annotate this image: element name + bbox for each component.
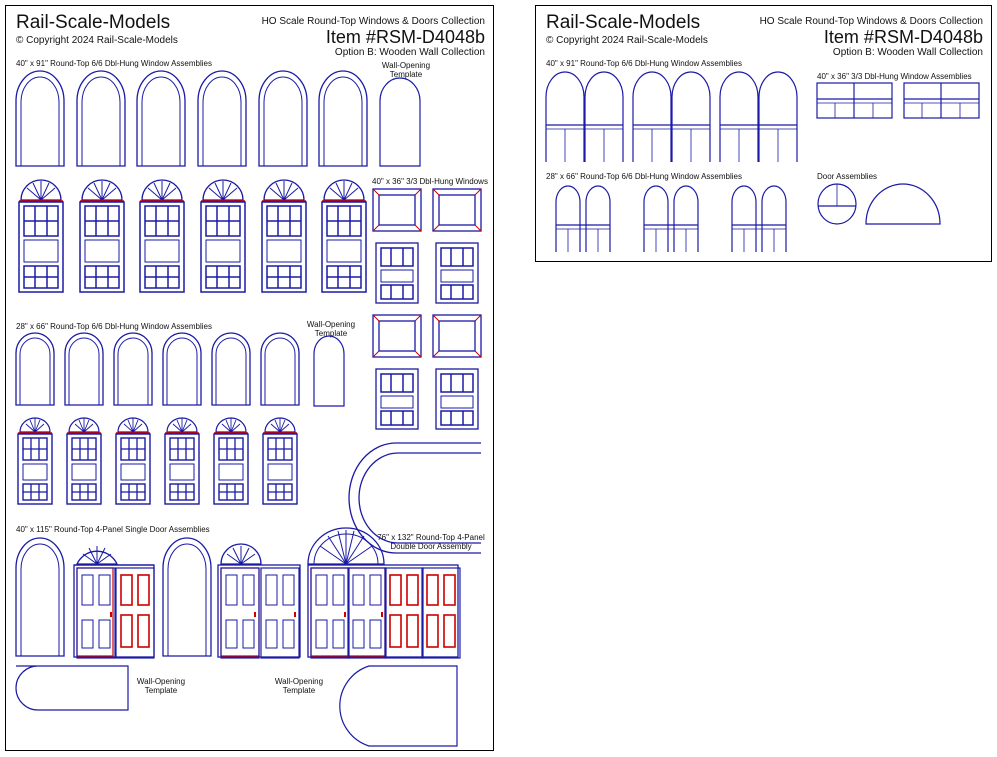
side-parts-artwork [545,71,980,253]
label-template-2: Wall-Opening Template [306,320,356,338]
label-single-doors: 40" x 115" Round-Top 4-Panel Single Door… [16,525,210,534]
option-label: Option B: Wooden Wall Collection [832,47,983,58]
door-template-left [15,665,129,711]
main-parts-artwork [15,70,482,747]
small-window-outline-row [15,332,300,406]
single-door-group [15,537,301,659]
collection-title: HO Scale Round-Top Windows & Doors Colle… [261,16,485,27]
label-91-assemblies: 40" x 91" Round-Top 6/6 Dbl-Hung Window … [546,59,742,68]
label-36-assemblies: 40" x 36" 3/3 Dbl-Hung Window Assemblies [817,72,972,81]
brand-title: Rail-Scale-Models [16,12,171,33]
round-top-window-outline-row [15,70,368,167]
arch-trim-strip [348,442,481,554]
label-91-windows: 40" x 91" Round-Top 6/6 Dbl-Hung Window … [16,59,212,68]
side-sheet: Rail-Scale-Models © Copyright 2024 Rail-… [535,5,992,262]
label-66-windows: 28" x 66" Round-Top 6/6 Dbl-Hung Window … [16,322,212,331]
label-door-assemblies: Door Assemblies [817,172,878,181]
label-36-windows: 40" x 36" 3/3 Dbl-Hung Windows [372,177,488,186]
side-36-assembly-row [816,82,980,119]
square-window-group [372,188,482,430]
item-number: Item #RSM-D4048b [823,27,983,47]
copyright: © Copyright 2024 Rail-Scale-Models [546,35,708,46]
round-top-window-assembly-row [18,179,367,293]
small-window-assembly-row [17,417,298,505]
item-number: Item #RSM-D4048b [325,27,485,47]
door-template-right [339,665,458,747]
side-91-assembly-row [545,71,798,163]
collection-title: HO Scale Round-Top Windows & Doors Colle… [759,16,983,27]
option-label: Option B: Wooden Wall Collection [334,47,485,58]
label-template-4: Wall-Opening Template [274,677,324,695]
copyright: © Copyright 2024 Rail-Scale-Models [16,35,178,46]
side-door-assemblies [817,183,941,225]
wall-template-icon [379,77,421,167]
label-66-assemblies: 28" x 66" Round-Top 6/6 Dbl-Hung Window … [546,172,742,181]
double-door-group [307,527,461,659]
main-sheet: Rail-Scale-Models © Copyright 2024 Rail-… [5,5,494,751]
small-wall-template-icon [313,335,345,407]
label-double-door: 76" x 132" Round-Top 4-Panel Double Door… [377,533,485,551]
label-template-1: Wall-Opening Template [381,61,431,79]
label-template-3: Wall-Opening Template [136,677,186,695]
brand-title: Rail-Scale-Models [546,12,701,33]
side-66-assembly-row [555,185,787,253]
